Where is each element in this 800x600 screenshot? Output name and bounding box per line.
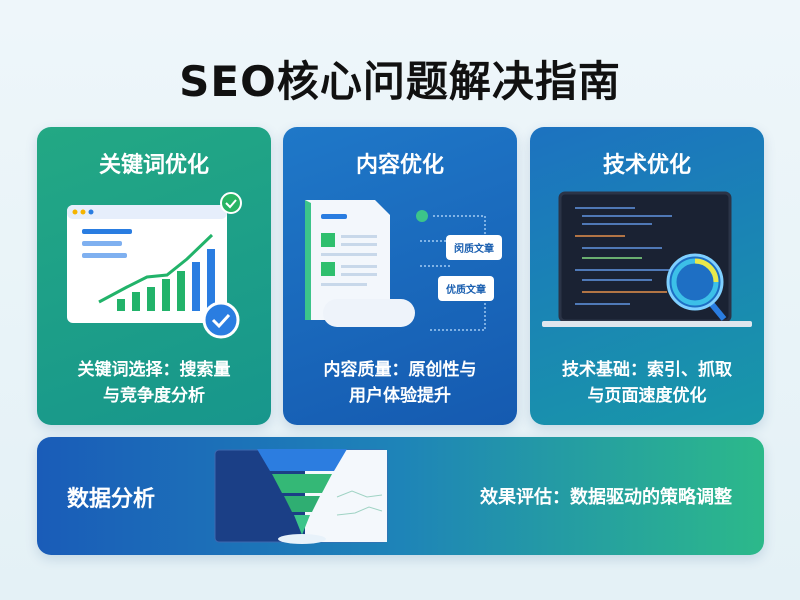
growth-chart-illustration: [67, 192, 242, 339]
card-caption: 内容质量：原创性与用户体验提升: [283, 357, 517, 409]
funnel-dashboard-illustration: [214, 449, 388, 544]
card-caption: 关键词选择：搜索量与竞争度分析: [37, 357, 271, 409]
content-tag: 优质文章: [438, 276, 494, 301]
caption-line: 关键词选择：搜索量: [77, 360, 231, 380]
caption-line: 与页面速度优化: [587, 386, 707, 406]
card-title: 关键词优化: [98, 153, 209, 178]
card-title: 数据分析: [67, 487, 156, 512]
page-title: SEO核心问题解决指南: [179, 57, 621, 106]
card-keyword-optimization: 关键词优化 关键词选择：搜索量与竞争度分析: [37, 127, 271, 425]
card-technical-optimization: 技术优化 技术基础：索引、抓取与页面速度优化: [530, 127, 764, 425]
card-content-optimization: 内容优化 闵质文章 优质文章 内容质量：原创性与用户体验提升: [283, 127, 517, 425]
caption-line: 用户体验提升: [349, 386, 451, 406]
card-title: 技术优化: [602, 153, 691, 178]
card-caption: 技术基础：索引、抓取与页面速度优化: [530, 357, 764, 409]
caption-line: 内容质量：原创性与: [323, 360, 477, 380]
caption-line: 与竞争度分析: [103, 386, 205, 406]
caption-line: 技术基础：索引、抓取: [562, 360, 732, 380]
laptop-code-illustration: [542, 191, 752, 327]
card-caption: 效果评估：数据驱动的策略调整: [480, 487, 732, 508]
card-data-analysis: 数据分析 效果评估：数据驱动的策略调整: [37, 437, 764, 555]
content-tag: 闵质文章: [446, 235, 502, 260]
document-illustration: [305, 200, 486, 331]
card-title: 内容优化: [355, 153, 444, 178]
